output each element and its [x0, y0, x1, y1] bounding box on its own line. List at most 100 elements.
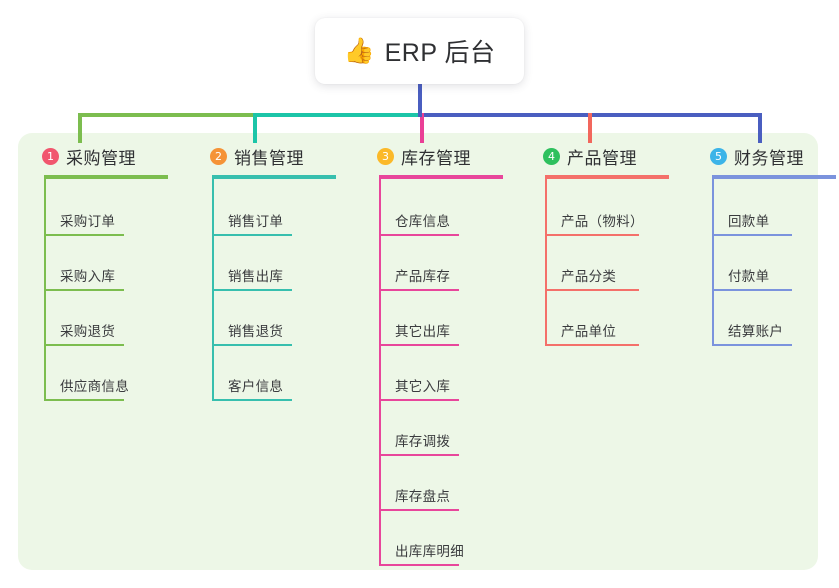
- leaf-node-underline: [44, 289, 124, 291]
- leaf-node-underline: [379, 289, 459, 291]
- thumbs-up-icon: 👍: [343, 36, 375, 65]
- leaf-node-underline: [545, 289, 639, 291]
- leaf-node[interactable]: 采购入库: [22, 236, 168, 291]
- leaf-node-label: 供应商信息: [60, 379, 129, 394]
- stub-product: [588, 113, 592, 143]
- branch-title: 产品管理: [567, 148, 637, 168]
- branch-title: 采购管理: [66, 148, 136, 168]
- leaf-node-label: 采购入库: [60, 269, 116, 284]
- leaf-node[interactable]: 产品库存: [357, 236, 503, 291]
- branch-spine: [712, 179, 714, 344]
- leaf-node[interactable]: 采购订单: [22, 181, 168, 236]
- leaf-node[interactable]: 付款单: [690, 236, 836, 291]
- leaf-node-underline: [712, 344, 792, 346]
- leaf-node-label: 回款单: [728, 214, 770, 229]
- branch-spine: [545, 179, 547, 344]
- branch-items-sales: 销售订单销售出库销售退货客户信息: [190, 179, 336, 401]
- leaf-node[interactable]: 产品分类: [523, 236, 669, 291]
- leaf-node-underline: [44, 234, 124, 236]
- branch-title: 财务管理: [734, 148, 804, 168]
- branch-number-badge: 3: [377, 147, 394, 165]
- branch-purchase: 1 采购管理采购订单采购入库采购退货供应商信息: [22, 143, 168, 401]
- branch-items-purchase: 采购订单采购入库采购退货供应商信息: [22, 179, 168, 401]
- leaf-node-underline: [212, 399, 292, 401]
- branch-header-inventory[interactable]: 3 库存管理: [357, 143, 503, 169]
- branch-underline: [212, 175, 336, 179]
- leaf-node-underline: [545, 344, 639, 346]
- leaf-node-underline: [712, 234, 792, 236]
- branch-header-finance[interactable]: 5 财务管理: [690, 143, 836, 169]
- leaf-node-label: 产品（物料）: [561, 214, 644, 229]
- branch-header-purchase[interactable]: 1 采购管理: [22, 143, 168, 169]
- leaf-node[interactable]: 仓库信息: [357, 181, 503, 236]
- leaf-node-label: 其它出库: [395, 324, 451, 339]
- leaf-node-underline: [212, 289, 292, 291]
- branch-underline: [379, 175, 503, 179]
- leaf-node[interactable]: 客户信息: [190, 346, 336, 401]
- green-segment: [78, 113, 253, 117]
- branch-underline: [44, 175, 168, 179]
- leaf-node[interactable]: 销售退货: [190, 291, 336, 346]
- leaf-node[interactable]: 其它出库: [357, 291, 503, 346]
- branches-panel: [18, 133, 818, 570]
- leaf-node-underline: [379, 234, 459, 236]
- stub-finance: [758, 113, 762, 143]
- leaf-node[interactable]: 产品（物料）: [523, 181, 669, 236]
- root-node[interactable]: 👍 ERP 后台: [315, 18, 524, 84]
- leaf-node-label: 库存调拨: [395, 434, 451, 449]
- leaf-node-underline: [212, 234, 292, 236]
- leaf-node-label: 产品分类: [561, 269, 617, 284]
- leaf-node-underline: [379, 344, 459, 346]
- branch-underline: [545, 175, 669, 179]
- leaf-node[interactable]: 出库库明细: [357, 511, 503, 566]
- stub-inventory: [420, 113, 424, 143]
- branch-number-badge: 5: [710, 147, 727, 165]
- branch-number-badge: 4: [543, 147, 560, 165]
- leaf-node[interactable]: 回款单: [690, 181, 836, 236]
- leaf-node-underline: [44, 344, 124, 346]
- leaf-node[interactable]: 库存调拨: [357, 401, 503, 456]
- leaf-node-label: 结算账户: [728, 324, 784, 339]
- branch-title: 库存管理: [401, 148, 471, 168]
- branch-items-inventory: 仓库信息产品库存其它出库其它入库库存调拨库存盘点出库库明细: [357, 179, 503, 566]
- leaf-node[interactable]: 销售出库: [190, 236, 336, 291]
- leaf-node-label: 产品库存: [395, 269, 451, 284]
- leaf-node[interactable]: 采购退货: [22, 291, 168, 346]
- branch-product: 4 产品管理产品（物料） 产品分类产品单位: [523, 143, 669, 346]
- branch-header-product[interactable]: 4 产品管理: [523, 143, 669, 169]
- leaf-node-underline: [712, 289, 792, 291]
- leaf-node-label: 出库库明细: [395, 544, 464, 559]
- leaf-node[interactable]: 销售订单: [190, 181, 336, 236]
- leaf-node-label: 客户信息: [228, 379, 284, 394]
- leaf-node-underline: [379, 509, 459, 511]
- leaf-node-label: 销售出库: [228, 269, 284, 284]
- leaf-node-label: 仓库信息: [395, 214, 451, 229]
- branch-underline: [712, 175, 836, 179]
- leaf-node-underline: [44, 399, 124, 401]
- stub-sales: [253, 113, 257, 143]
- leaf-node[interactable]: 产品单位: [523, 291, 669, 346]
- leaf-node-label: 销售订单: [228, 214, 284, 229]
- leaf-node-underline: [379, 399, 459, 401]
- leaf-node[interactable]: 供应商信息: [22, 346, 168, 401]
- branch-finance: 5 财务管理回款单付款单结算账户: [690, 143, 836, 346]
- branch-number-badge: 1: [42, 147, 59, 165]
- leaf-node-label: 付款单: [728, 269, 770, 284]
- leaf-node[interactable]: 其它入库: [357, 346, 503, 401]
- branch-items-finance: 回款单付款单结算账户: [690, 179, 836, 346]
- leaf-node-label: 库存盘点: [395, 489, 451, 504]
- leaf-node-underline: [212, 344, 292, 346]
- branch-items-product: 产品（物料） 产品分类产品单位: [523, 179, 669, 346]
- leaf-node-label: 采购退货: [60, 324, 116, 339]
- root-stem: [418, 84, 422, 117]
- leaf-node[interactable]: 库存盘点: [357, 456, 503, 511]
- leaf-node-underline: [545, 234, 639, 236]
- stub-purchase: [78, 113, 82, 143]
- branch-title: 销售管理: [234, 148, 304, 168]
- leaf-node-label: 销售退货: [228, 324, 284, 339]
- leaf-node-underline: [379, 454, 459, 456]
- leaf-node[interactable]: 结算账户: [690, 291, 836, 346]
